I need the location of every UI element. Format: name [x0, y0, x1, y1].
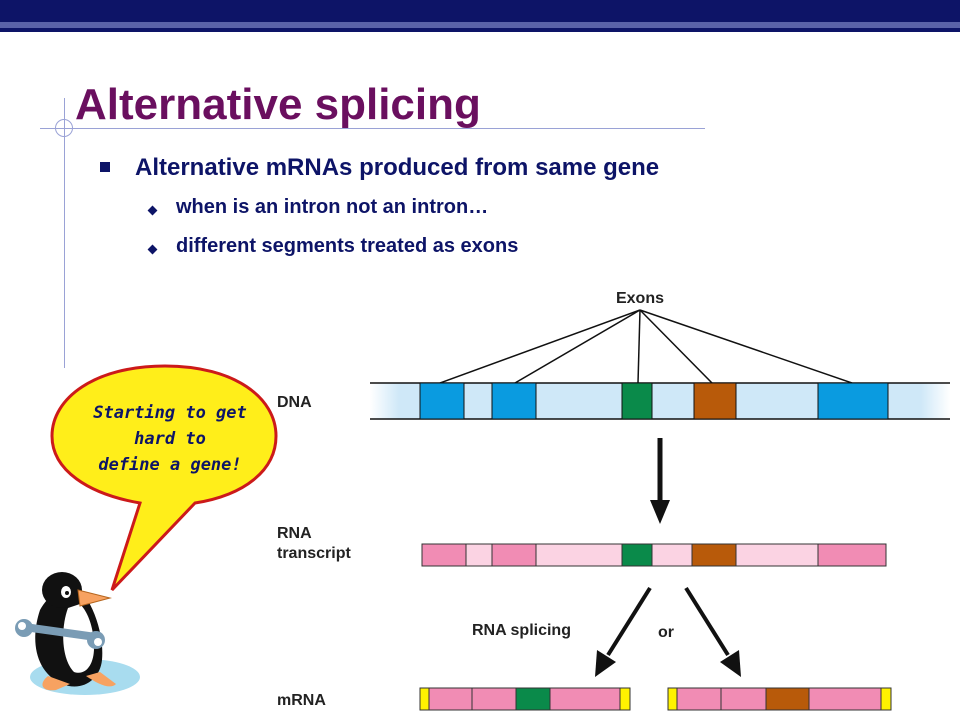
- top-banner-strip: [0, 22, 960, 28]
- slide-title: Alternative splicing: [75, 80, 481, 129]
- dna-exon-4: [693, 382, 737, 420]
- mrna-variant-1: [419, 687, 631, 711]
- bubble-line-2: hard to: [134, 429, 206, 449]
- speech-bubble-text: Starting to get hard to define a gene!: [70, 400, 270, 478]
- bullet-sub-1: when is an intron not an intron…: [176, 196, 489, 218]
- dna-exon-5: [817, 382, 889, 420]
- transcription-arrow: [650, 438, 670, 524]
- dna-exon-3: [621, 382, 653, 420]
- rna-label-line2: transcript: [277, 545, 351, 562]
- decorative-crosshair: [55, 119, 73, 137]
- speech-bubble: [50, 364, 278, 592]
- dna-exon-1: [419, 382, 465, 420]
- mrna-variant-2: [667, 687, 892, 711]
- rna-transcript: [421, 543, 887, 567]
- or-label: or: [658, 624, 674, 641]
- rna-label-line1: RNA: [277, 525, 312, 542]
- splicing-arrow-left: [595, 586, 652, 677]
- splicing-arrow-right: [684, 586, 741, 677]
- dna-strand: [370, 382, 950, 420]
- bullet-sub-2: different segments treated as exons: [176, 235, 519, 257]
- exon-pointer-lines: [439, 309, 853, 384]
- dna-label: DNA: [277, 394, 312, 411]
- dna-exon-2: [491, 382, 537, 420]
- wrench-icon: [15, 619, 105, 649]
- bullet-main: Alternative mRNAs produced from same gen…: [135, 154, 660, 181]
- bullet-square-icon: [100, 162, 110, 172]
- bubble-line-1: Starting to get: [93, 403, 247, 423]
- exons-label: Exons: [616, 290, 664, 307]
- rna-splicing-label: RNA splicing: [472, 622, 571, 639]
- bubble-line-3: define a gene!: [98, 455, 242, 475]
- decorative-vertical-line: [64, 98, 65, 368]
- mrna-label: mRNA: [277, 692, 326, 709]
- title-underline: [40, 128, 705, 129]
